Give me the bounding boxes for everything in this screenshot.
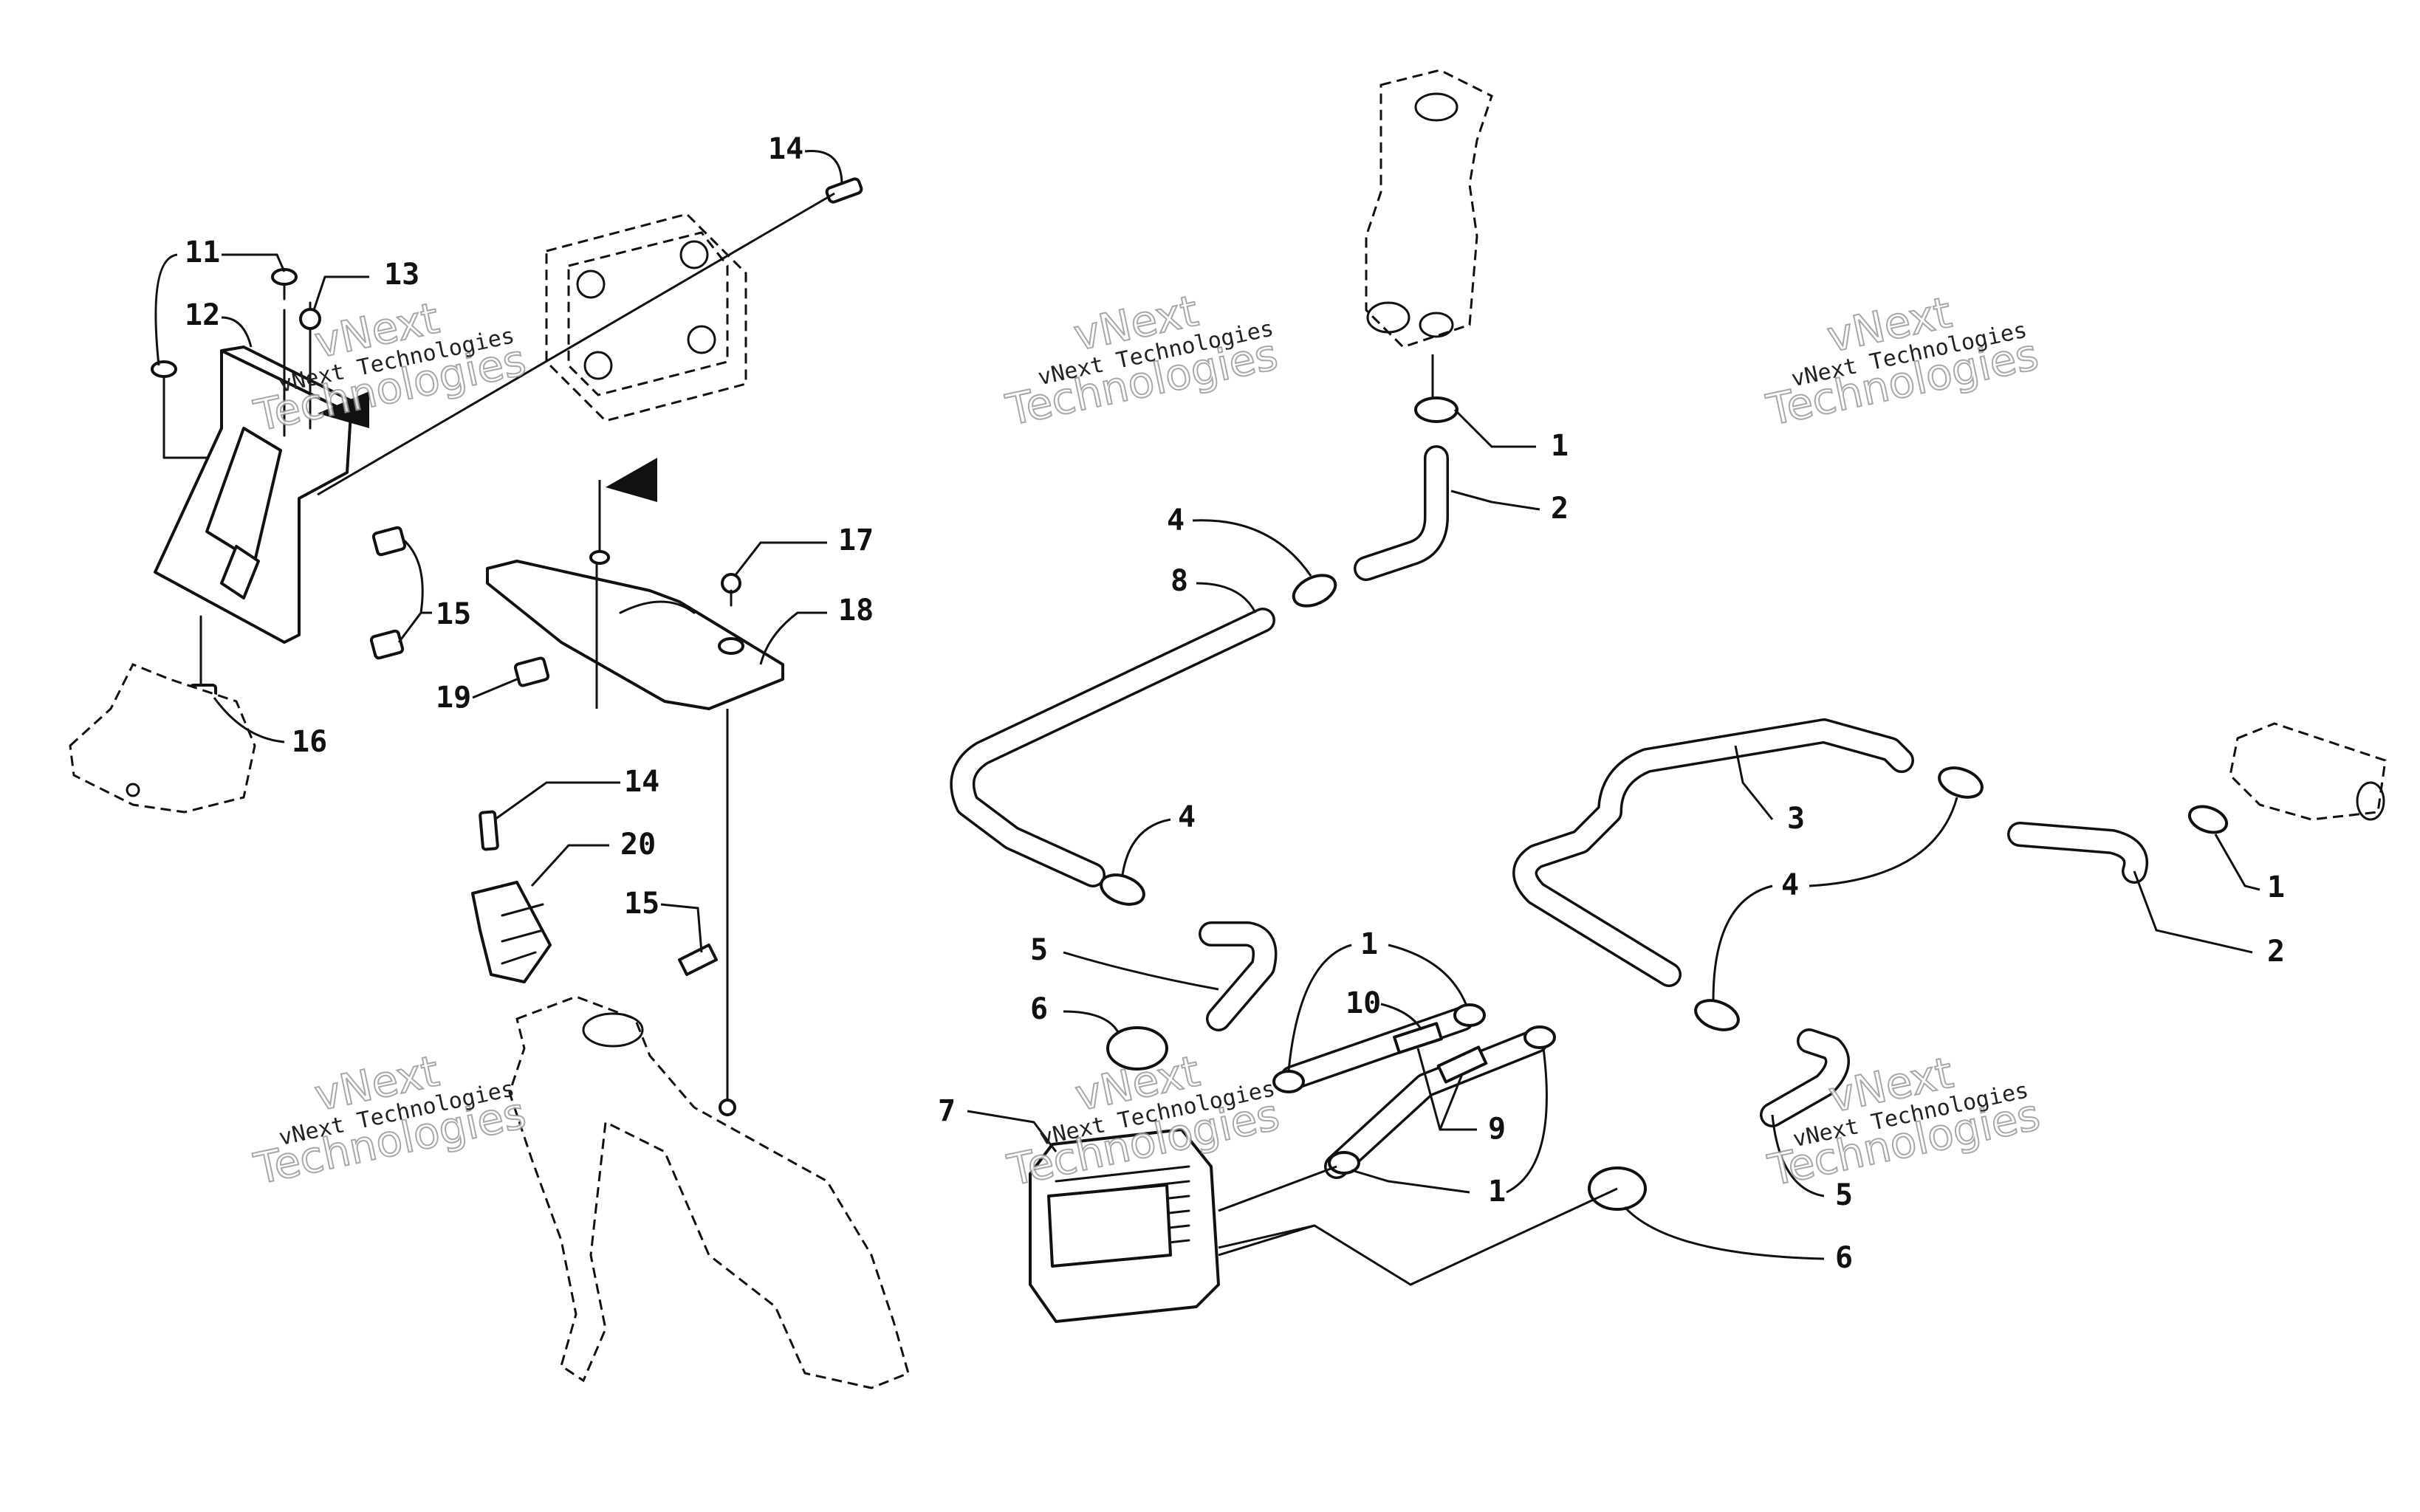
callout-12: 12 <box>185 298 220 332</box>
callout-3: 3 <box>1787 802 1805 836</box>
clamp-4-mid <box>1100 873 1145 906</box>
callout-6-left: 6 <box>1030 992 1048 1026</box>
thermostat-housing <box>1365 69 1493 399</box>
hose-3 <box>1512 718 1914 987</box>
callout-20: 20 <box>620 828 656 862</box>
screw-11-b <box>151 360 177 393</box>
clamp-1-small-a <box>1272 1070 1305 1093</box>
clamp-1-top <box>1414 396 1458 423</box>
hose-2-upper <box>1354 445 1449 581</box>
callout-4-mid: 4 <box>1178 800 1196 834</box>
clamp-1-small-c <box>1328 1151 1360 1175</box>
callout-2-right: 2 <box>2267 935 2285 969</box>
screw-11-a <box>271 268 298 300</box>
callout-14-lower: 14 <box>624 765 659 799</box>
callout-1-right: 1 <box>2267 870 2285 904</box>
clamp-1-small-d <box>1523 1025 1556 1049</box>
flag-marker <box>589 458 657 565</box>
clip-nut-15-lower <box>369 629 405 660</box>
clip-nut-15-upper <box>371 526 407 557</box>
clamp-4-top <box>1292 574 1337 608</box>
screw-17 <box>721 573 741 607</box>
callout-9: 9 <box>1488 1112 1506 1146</box>
callout-18: 18 <box>838 594 874 628</box>
hose-8 <box>950 608 1275 887</box>
callout-7: 7 <box>938 1094 956 1128</box>
callout-11: 11 <box>185 236 220 269</box>
callouts: 14 11 13 12 15 16 17 18 19 14 20 15 <box>154 132 2285 1275</box>
clip-nut-19 <box>513 656 550 687</box>
callout-1-top: 1 <box>1551 429 1569 463</box>
heat-shield-18 <box>486 560 784 710</box>
frame-section-left <box>69 663 256 814</box>
clamp-1-small-b <box>1453 1003 1486 1027</box>
callout-5-right: 5 <box>1835 1178 1853 1212</box>
clamp-6-left <box>1106 1026 1168 1071</box>
bracket-20 <box>471 881 552 983</box>
screw-13 <box>299 308 321 348</box>
frame-section-center <box>508 995 910 1389</box>
callout-13: 13 <box>384 258 419 292</box>
callout-16: 16 <box>292 725 327 759</box>
callout-10: 10 <box>1346 986 1381 1020</box>
clip-15-lower <box>678 944 718 976</box>
callout-1-lower: 1 <box>1488 1175 1506 1209</box>
callout-19: 19 <box>436 681 471 715</box>
callout-15-upper: 15 <box>436 597 471 631</box>
clamp-4-right-a <box>1938 766 1984 799</box>
callout-14-top: 14 <box>768 132 803 166</box>
watermark-1: vNext Technologies vNext Technologies <box>249 292 531 442</box>
callout-15-lower: 15 <box>624 887 659 921</box>
callout-6-right: 6 <box>1835 1241 1853 1275</box>
callout-5-left: 5 <box>1030 933 1048 967</box>
hose-5-left <box>1199 921 1278 1031</box>
bolt-14-lower <box>479 810 499 851</box>
hose-2-right <box>2007 822 2148 884</box>
callout-1-mid: 1 <box>1360 927 1378 961</box>
clamp-1-right <box>2187 805 2229 834</box>
hose-10 <box>1280 1006 1475 1090</box>
clamp-4-right-b <box>1694 999 1740 1031</box>
screw-14-top <box>825 177 863 204</box>
oil-cooler-7 <box>1029 1128 1618 1323</box>
oil-cooler-upper-ghost <box>545 213 747 422</box>
watermark-4: vNext Technologies vNext Technologies <box>249 1045 531 1195</box>
callout-8: 8 <box>1170 564 1188 598</box>
mounting-bracket <box>154 301 369 688</box>
callout-17: 17 <box>838 523 874 557</box>
callout-4-right: 4 <box>1781 868 1799 902</box>
hose-9 <box>1324 1028 1549 1179</box>
callout-4-top: 4 <box>1167 504 1185 537</box>
tee-fitting <box>2229 722 2387 821</box>
watermark-3: vNext Technologies vNext Technologies <box>1761 286 2043 436</box>
watermark-2: vNext Technologies vNext Technologies <box>1001 285 1283 436</box>
hose-5-right <box>1760 1028 1850 1127</box>
callout-2-upper: 2 <box>1551 492 1569 526</box>
